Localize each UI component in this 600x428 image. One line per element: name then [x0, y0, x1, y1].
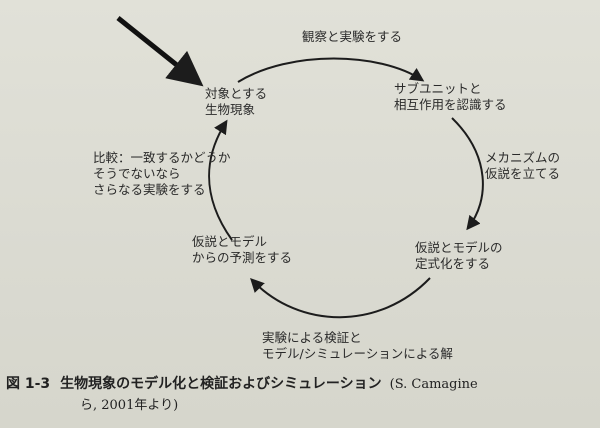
node-compare-line1: 比較：一致するかどうか	[93, 150, 231, 165]
node-compare-line2: そうでないなら	[93, 166, 181, 181]
node-target-line1: 対象とする	[205, 86, 268, 101]
edge-mechanism-line1: メカニズムの	[485, 150, 561, 165]
figure-number: 図 1-3	[6, 376, 51, 392]
node-subunit: サブユニットと 相互作用を認識する	[394, 81, 507, 113]
edge-verify-line2: モデル/シミュレーションによる解	[262, 346, 453, 361]
node-predict: 仮説とモデル からの予測をする	[192, 234, 292, 266]
arrow-verify	[250, 277, 431, 319]
figure-caption: 図 1-3 生物現象のモデル化と検証およびシミュレーション (S. Camagine…	[6, 374, 478, 416]
node-predict-line1: 仮説とモデル	[192, 234, 268, 249]
figure-citation-2: ら, 2001年より)	[80, 398, 179, 413]
edge-observe-line1: 観察と実験をする	[302, 29, 403, 44]
node-subunit-line1: サブユニットと	[394, 81, 482, 96]
arrow-compare	[208, 119, 233, 241]
node-hypothesis-line1: 仮説とモデルの	[415, 240, 503, 255]
figure-citation-1: (S. Camagine	[389, 377, 478, 392]
pointer-arrow	[116, 16, 204, 87]
node-compare: 比較：一致するかどうか そうでないなら さらなる実験をする	[93, 150, 231, 198]
edge-label-verify: 実験による検証と モデル/シミュレーションによる解	[262, 330, 453, 362]
node-hypothesis-model: 仮説とモデルの 定式化をする	[415, 240, 503, 272]
node-predict-line2: からの予測をする	[192, 250, 293, 265]
node-target-line2: 生物現象	[205, 102, 256, 117]
arrow-observe	[237, 57, 425, 83]
arrow-mechanism	[451, 117, 484, 231]
node-subunit-line2: 相互作用を認識する	[394, 97, 507, 112]
node-target: 対象とする 生物現象	[205, 86, 267, 118]
node-hypothesis-line2: 定式化をする	[415, 256, 491, 271]
edge-verify-line1: 実験による検証と	[262, 330, 362, 345]
edge-mechanism-line2: 仮説を立てる	[485, 166, 561, 181]
edge-label-mechanism: メカニズムの 仮説を立てる	[485, 150, 560, 182]
edge-label-observe: 観察と実験をする	[302, 29, 402, 45]
figure-title: 生物現象のモデル化と検証およびシミュレーション	[60, 376, 382, 392]
node-compare-line3: さらなる実験をする	[93, 182, 206, 197]
